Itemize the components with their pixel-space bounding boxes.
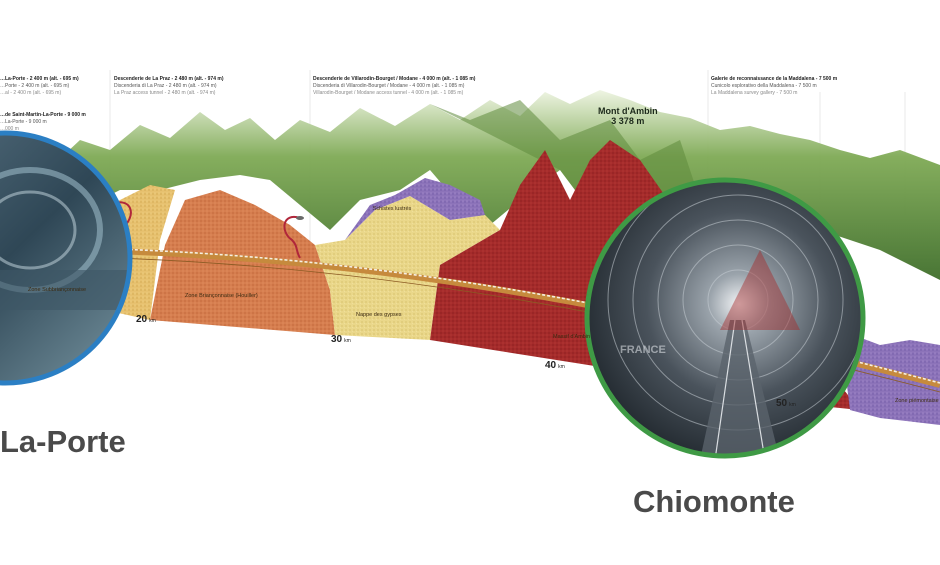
mountain-surface (0, 90, 940, 280)
annotation-saint-martin-portal: …La-Porte - 2 400 m (alt. - 695 m) …Port… (0, 76, 79, 96)
left-portal-label: La-Porte (0, 424, 126, 459)
zone-gypses (315, 196, 500, 340)
peak-altitude: 3 378 m (611, 116, 645, 126)
right-circle-ring (584, 177, 866, 459)
left-circle-ring (0, 130, 133, 386)
rock-label-schistes: Schistes lustrés (372, 206, 412, 212)
zone-piemontaise (840, 330, 940, 425)
rock-label-houiller: Zone Briançonnaise (Houiller) (185, 293, 258, 299)
rock-label-gypses: Nappe des gypses (356, 312, 402, 318)
annotation-saint-martin-descent: …de Saint-Martin-La-Porte - 9 000 m …La-… (0, 112, 86, 132)
zone-schistes (345, 178, 485, 240)
rock-label-subbrianconnaise: Zone Subbriançonnaise (28, 287, 87, 293)
rock-label-piemontaise: Zone piémontaise (895, 398, 939, 404)
right-portal-label: Chiomonte (633, 484, 795, 519)
annotation-villarodin: Descenderie de Villarodin-Bourget / Moda… (313, 76, 476, 96)
annotation-la-praz: Descenderie de La Praz - 2 480 m (alt. -… (114, 76, 224, 96)
right-portal-photo (587, 180, 863, 456)
tunnel-photo-text: FRANCE (620, 344, 666, 356)
peak-label: Mont d'Ambin 3 378 m (598, 106, 658, 126)
zone-houiller (150, 190, 335, 335)
peak-name: Mont d'Ambin (598, 106, 658, 116)
rock-label-ambin: Massif d'Ambin (553, 334, 591, 340)
annotation-maddalena: Galerie de reconnaissance de la Maddalen… (711, 76, 838, 96)
